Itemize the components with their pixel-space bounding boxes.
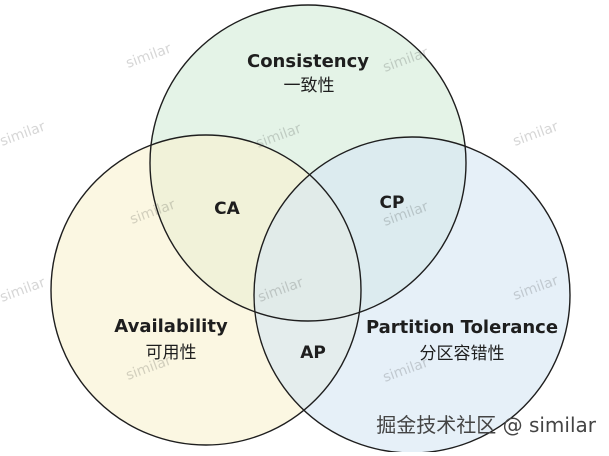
watermark-text: similar — [511, 119, 561, 150]
overlap-ca-label: CA — [214, 199, 240, 219]
partition-tolerance-title: Partition Tolerance — [366, 317, 558, 338]
consistency-title: Consistency — [247, 51, 369, 72]
watermark-text: similar — [124, 41, 174, 72]
watermark-text: similar — [0, 119, 48, 150]
availability-title: Availability — [114, 316, 228, 337]
credit-watermark: 掘金技术社区 @ similar — [376, 413, 597, 437]
watermark-text: similar — [0, 275, 48, 306]
consistency-outline — [149, 4, 467, 322]
availability-subtitle: 可用性 — [146, 343, 197, 363]
consistency-subtitle: 一致性 — [284, 76, 335, 96]
overlap-ap-label: AP — [300, 343, 326, 363]
partition-tolerance-circle — [254, 137, 570, 453]
circle-group — [51, 5, 570, 453]
overlap-cp-label: CP — [380, 193, 405, 213]
partition-tolerance-subtitle: 分区容错性 — [420, 344, 505, 364]
availability-outline — [50, 134, 362, 446]
